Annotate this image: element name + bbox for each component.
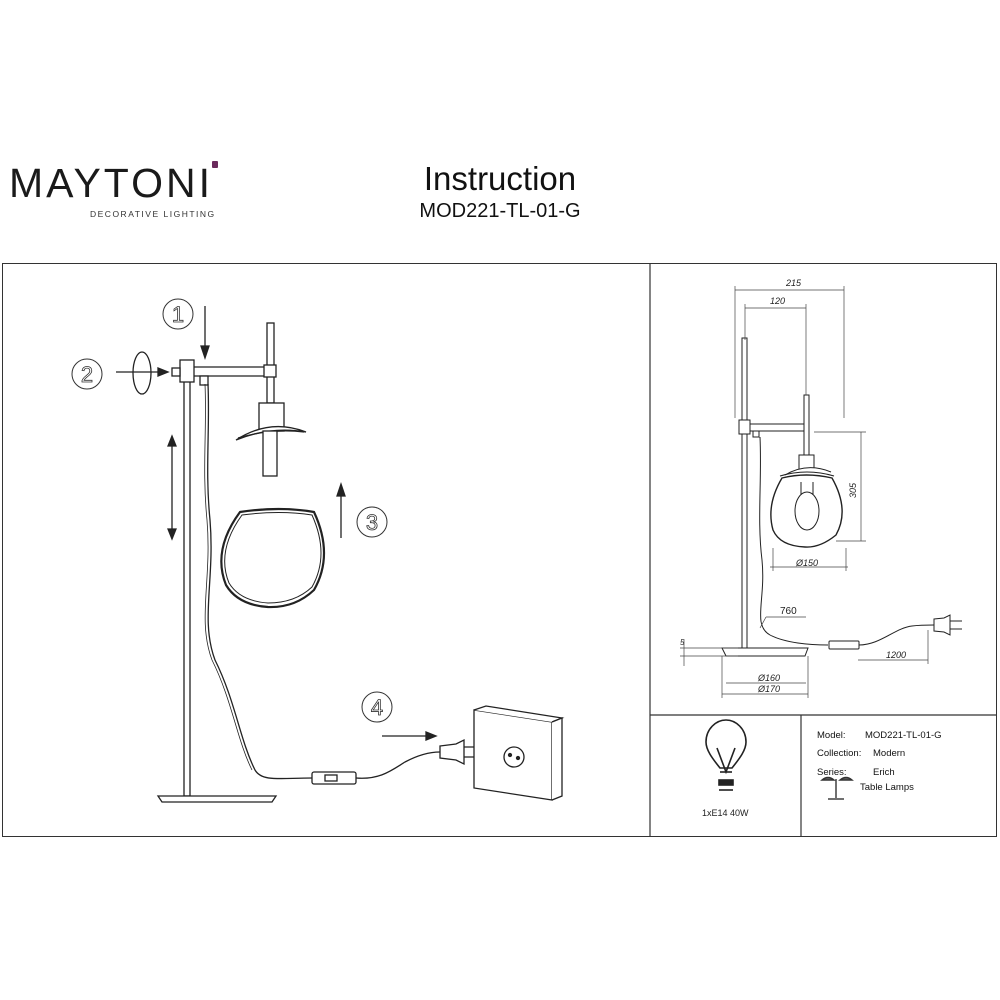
step-4-label: 4 bbox=[371, 695, 383, 720]
step-2-label: 2 bbox=[81, 362, 93, 387]
page-title: Instruction bbox=[423, 160, 577, 197]
dim-base-outer-diameter: Ø170 bbox=[757, 684, 780, 694]
model-value: MOD221-TL-01-G bbox=[865, 730, 942, 741]
dim-arm-length: 120 bbox=[770, 296, 785, 306]
model-code: MOD221-TL-01-G bbox=[419, 200, 581, 222]
dim-base-inner-diameter: Ø160 bbox=[757, 673, 780, 683]
brand-tagline: DECORATIVE LIGHTING bbox=[90, 209, 216, 219]
dim-shade-diameter: Ø150 bbox=[795, 558, 818, 568]
dim-base-thickness: 5 bbox=[680, 638, 685, 647]
table-lamp-icon bbox=[820, 776, 854, 800]
model-label: Model: bbox=[817, 730, 846, 741]
dimension-lines bbox=[680, 286, 929, 698]
bulb-spec: 1xE14 40W bbox=[702, 808, 749, 818]
step-markers: 1 2 3 4 bbox=[71, 298, 393, 723]
collection-value: Modern bbox=[873, 748, 905, 759]
step-1-label: 1 bbox=[172, 302, 184, 327]
dimension-illustration bbox=[721, 337, 962, 657]
series-value: Erich bbox=[873, 767, 895, 778]
category-label: Table Lamps bbox=[860, 782, 914, 793]
collection-label: Collection: bbox=[817, 748, 861, 759]
dim-cable-length: 760 bbox=[780, 606, 797, 617]
dim-cord-length: 1200 bbox=[886, 650, 906, 660]
spec-table: Model: MOD221-TL-01-G Collection: Modern… bbox=[817, 730, 942, 793]
dimension-labels: 215 120 305 Ø150 760 5 1200 Ø160 Ø170 bbox=[680, 278, 906, 694]
assembly-illustration bbox=[156, 322, 565, 803]
logo-accent-dot bbox=[212, 161, 218, 168]
assembly-arrows bbox=[116, 306, 438, 741]
brand-logo: MAYTONI bbox=[9, 160, 213, 206]
dim-shade-height: 305 bbox=[848, 482, 858, 498]
series-label: Series: bbox=[817, 767, 847, 778]
bulb-icon bbox=[705, 719, 747, 791]
dim-width-total: 215 bbox=[785, 278, 802, 288]
drawing-frame bbox=[2, 263, 997, 837]
step-3-label: 3 bbox=[366, 510, 378, 535]
